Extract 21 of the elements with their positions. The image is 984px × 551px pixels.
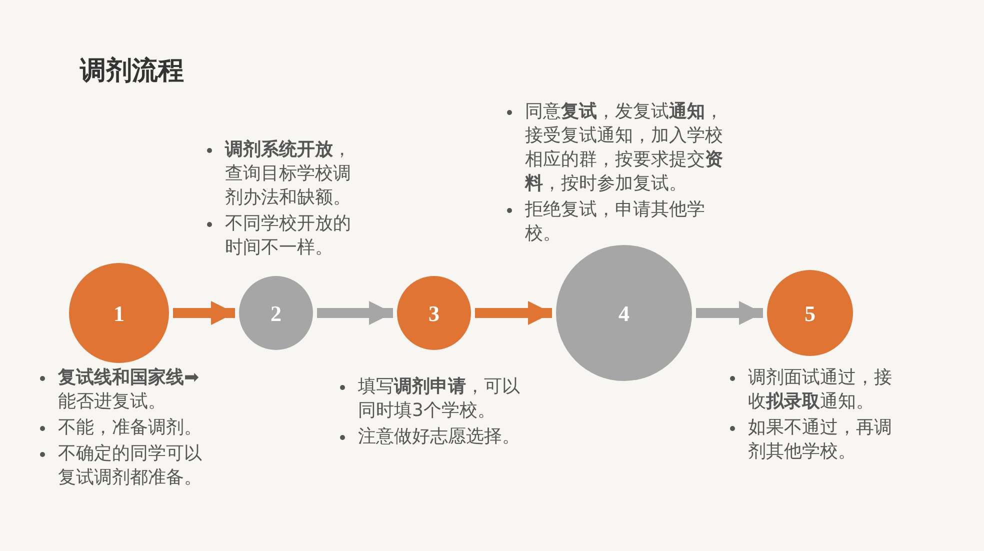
- step-number: 4: [618, 300, 630, 328]
- bullet-text: 注意做好志愿选择。: [358, 425, 520, 449]
- step-number: 5: [804, 300, 816, 328]
- bullet-text: 拒绝复试，申请其他学校。: [525, 198, 706, 246]
- step-number: 1: [114, 300, 124, 328]
- bullet-text: 同意复试，发复试通知，接受复试通知，加入学校相应的群，按要求提交资料，按时参加复试。: [525, 100, 724, 196]
- bullet-text: 复试线和国家线➡能否进复试。: [58, 366, 200, 414]
- bullet-text: 如果不通过，再调剂其他学校。: [748, 416, 893, 464]
- bullet-text: 填写调剂申请，可以同时填3个学校。: [358, 375, 521, 423]
- arrow: [173, 301, 235, 325]
- arrow: [475, 301, 552, 325]
- step-number: 2: [270, 300, 282, 328]
- arrow: [696, 301, 763, 325]
- step-number: 3: [428, 300, 440, 328]
- bullet-text: 不确定的同学可以复试调剂都准备。: [58, 442, 203, 490]
- title: 调剂流程: [80, 55, 184, 88]
- bullet-text: 不同学校开放的时间不一样。: [225, 212, 352, 260]
- bullet-text: 调剂系统开放，查询目标学校调剂办法和缺额。: [225, 138, 352, 210]
- bullet-text: 不能，准备调剂。: [58, 416, 202, 440]
- arrow: [317, 301, 393, 325]
- bullet-text: 调剂面试通过，接收拟录取通知。: [748, 366, 893, 414]
